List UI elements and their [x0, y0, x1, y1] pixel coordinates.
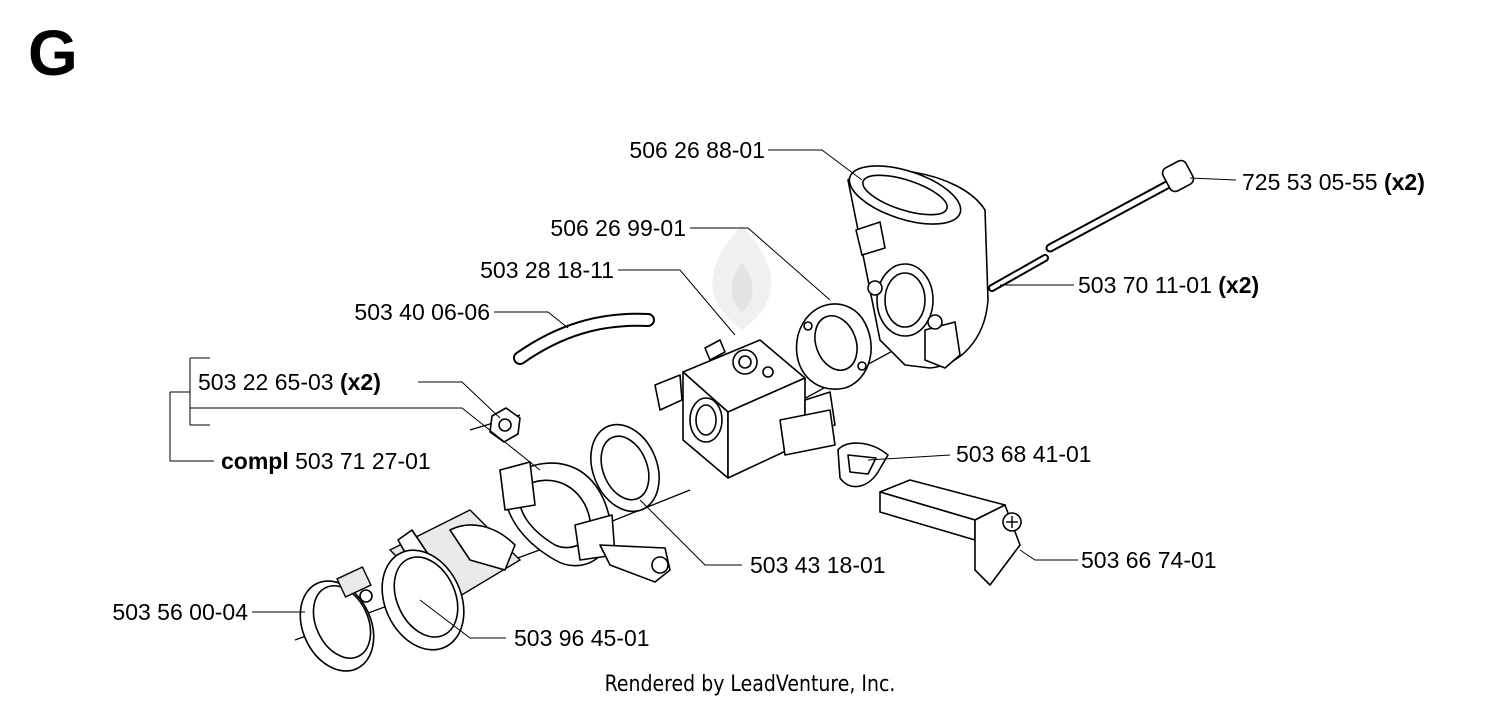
part-number: 503 22 65-03: [198, 369, 334, 395]
part-number: 503 40 06-06: [354, 299, 490, 325]
intake-elbow-part: [847, 165, 989, 369]
svg-text:506 26 88-01: 506 26 88-01: [629, 137, 765, 163]
part-number: 506 26 99-01: [550, 215, 686, 241]
svg-text:503 28 18-11: 503 28 18-11: [480, 257, 614, 283]
hose-clamp-part: [299, 566, 375, 672]
callout-carburetor: 503 28 18-11: [480, 257, 614, 283]
callout-bolt: 725 53 05-55 (x2): [1242, 169, 1425, 195]
bolt-part: [1045, 159, 1195, 253]
callout-hose-clamp: 503 56 00-04: [112, 599, 248, 625]
part-number: 503 28 18-11: [480, 257, 614, 283]
part-number: 503 66 74-01: [1081, 547, 1217, 573]
gasket-part: [795, 303, 872, 390]
part-number: 503 68 41-01: [956, 441, 1092, 467]
watermark-logo: [712, 225, 772, 330]
part-number: 503 70 11-01: [1078, 272, 1212, 298]
callout-fuel-hose: 503 40 06-06: [354, 299, 490, 325]
part-number: 503 71 27-01: [295, 448, 431, 474]
svg-text:503 22 65-03 (x2): 503 22 65-03 (x2): [198, 369, 381, 395]
flange-bracket-part: [499, 461, 671, 583]
callout-flange-compl: compl 503 71 27-01: [221, 448, 431, 474]
part-number: 503 43 18-01: [750, 552, 886, 578]
carburetor-part: [654, 339, 836, 479]
choke-knob-part: [837, 442, 889, 488]
callout-intake-boot: 503 96 45-01: [514, 625, 650, 651]
svg-text:503 68 41-01: 503 68 41-01: [956, 441, 1092, 467]
callout-gasket: 506 26 99-01: [550, 215, 686, 241]
callout-choke-lever: 503 66 74-01: [1081, 547, 1217, 573]
leader-lines: [169, 149, 1237, 639]
callout-nut: 503 22 65-03 (x2): [198, 369, 381, 395]
section-letter: G: [28, 17, 78, 89]
svg-text:503 96 45-01: 503 96 45-01: [514, 625, 650, 651]
quantity: (x2): [340, 369, 381, 395]
sleeve-part: [988, 254, 1049, 292]
svg-text:725 53 05-55 (x2): 725 53 05-55 (x2): [1242, 169, 1425, 195]
part-number: 503 96 45-01: [514, 625, 650, 651]
svg-text:503 70 11-01 (x2): 503 70 11-01 (x2): [1078, 272, 1259, 298]
quantity: (x2): [1218, 272, 1259, 298]
callout-intake-elbow: 506 26 88-01: [629, 137, 765, 163]
part-number: 725 53 05-55: [1242, 169, 1378, 195]
seal-ring-part: [590, 423, 660, 513]
svg-text:506 26 99-01: 506 26 99-01: [550, 215, 686, 241]
compl-prefix: compl: [221, 448, 289, 474]
part-number: 506 26 88-01: [629, 137, 765, 163]
svg-text:503 40 06-06: 503 40 06-06: [354, 299, 490, 325]
callout-choke-knob: 503 68 41-01: [956, 441, 1092, 467]
quantity: (x2): [1384, 169, 1425, 195]
svg-text:503 43 18-01: 503 43 18-01: [750, 552, 886, 578]
part-number: 503 56 00-04: [112, 599, 248, 625]
svg-text:503 66 74-01: 503 66 74-01: [1081, 547, 1217, 573]
svg-text:503 56 00-04: 503 56 00-04: [112, 599, 248, 625]
svg-text:compl 503 71 27-01: compl 503 71 27-01: [221, 448, 431, 474]
choke-lever-part: [879, 479, 1022, 586]
intake-boot-part: [381, 509, 522, 651]
fuel-hose-part: [513, 312, 655, 365]
callout-seal-ring: 503 43 18-01: [750, 552, 886, 578]
callout-sleeve: 503 70 11-01 (x2): [1078, 272, 1259, 298]
nut-part: [489, 407, 521, 443]
rendered-by-credit: Rendered by LeadVenture, Inc.: [604, 672, 896, 697]
